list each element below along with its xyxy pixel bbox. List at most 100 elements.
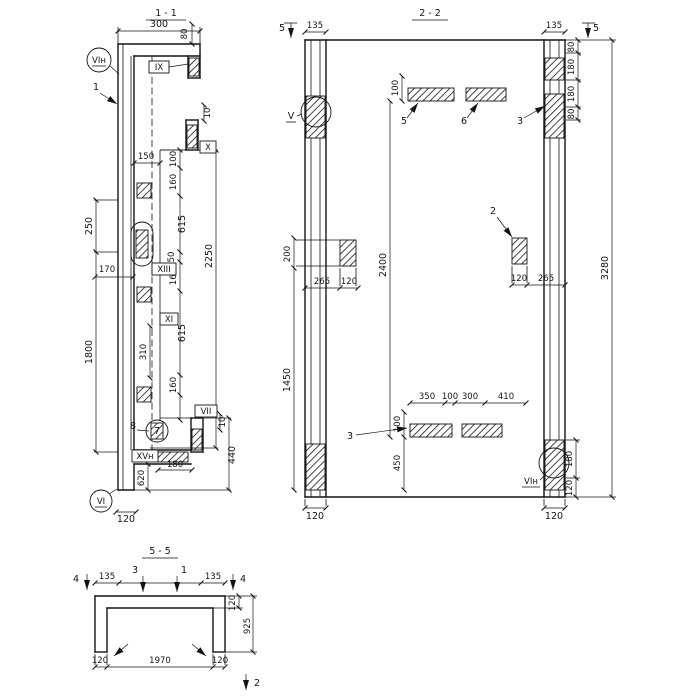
dim-label-160: 160: [169, 377, 179, 393]
capsule-outline: [130, 221, 154, 267]
embed-plate-hatch: [305, 95, 326, 139]
dim-label-10: 10: [203, 108, 213, 119]
dim-label-2250: 2250: [204, 244, 215, 268]
section-1-1: 1 - 1: [84, 8, 238, 525]
dim-label-180: 180: [565, 451, 575, 467]
section-2-2: 2 - 2: [279, 8, 616, 522]
dim-label-615: 615: [177, 215, 188, 233]
dimension-labels: 135 135 80 180 180 80 3280 100 2400 200 …: [282, 21, 611, 522]
dim-label-50: 50: [167, 252, 177, 263]
dim-label-265: 265: [538, 274, 554, 284]
cut-markers: 4 3 1 4 2: [73, 565, 260, 690]
dim-label-180: 180: [567, 59, 577, 75]
dim-label-80: 80: [567, 42, 577, 53]
dim-label-180: 180: [167, 460, 183, 470]
dim-label-135: 135: [307, 21, 323, 31]
embed-plate-hatch: [544, 439, 565, 491]
dim-label-120: 120: [306, 511, 324, 522]
embed-plate-hatch: [339, 239, 357, 267]
part-label-6: 6: [461, 116, 467, 127]
cut-label-3: 3: [132, 565, 138, 576]
dim-label-10: 10: [218, 417, 228, 428]
embed-plate-hatch: [305, 443, 326, 491]
dim-label-120: 120: [341, 277, 357, 287]
dimension-lines: [92, 580, 256, 670]
mark-vi-n: VIн: [92, 56, 106, 66]
dim-label-440: 440: [227, 446, 238, 464]
cut-label-1: 1: [181, 565, 187, 576]
dim-label-120: 120: [565, 480, 575, 496]
part-label-3: 3: [517, 116, 523, 127]
part-label-7: 7: [154, 426, 160, 437]
dim-label-120: 120: [228, 595, 238, 611]
dim-label-135: 135: [546, 21, 562, 31]
dimension-lines: [92, 21, 232, 515]
dim-label-150: 150: [138, 152, 154, 162]
dim-label-100: 100: [391, 80, 401, 96]
mark-box-x: [199, 140, 217, 154]
dim-label-350: 350: [419, 392, 435, 402]
node-circle-vi: [89, 489, 113, 513]
part-label-1: 1: [93, 82, 99, 93]
dim-label-265: 265: [314, 277, 330, 287]
dim-label-3280: 3280: [600, 256, 611, 280]
section-title: 2 - 2: [419, 8, 441, 19]
mark-xv-n: XVн: [136, 452, 153, 462]
dimension-labels: 135 135 120 925 120 1970 120: [92, 572, 253, 666]
dim-label-1800: 1800: [84, 340, 95, 364]
dim-label-300: 300: [462, 392, 478, 402]
dim-label-925: 925: [243, 618, 253, 634]
cut-label-4-right: 4: [240, 574, 246, 585]
embed-plate-hatch: [191, 428, 203, 451]
embed-plates: [130, 57, 203, 463]
dim-label-100: 100: [393, 416, 403, 432]
dim-label-160: 160: [169, 269, 179, 285]
dimension-lines: [291, 29, 615, 511]
dim-label-200: 200: [283, 246, 293, 262]
mark-v: V: [288, 111, 295, 122]
weld-and-node-marks: V VIн: [286, 96, 570, 488]
mark-box-xiii: [151, 262, 177, 276]
cut-label-5-left: 5: [279, 23, 285, 34]
embed-plate-hatch: [407, 87, 455, 102]
dim-label-310: 310: [139, 344, 149, 360]
embed-plates: [305, 57, 565, 491]
dim-label-300: 300: [150, 19, 168, 30]
section-title: 1 - 1: [155, 8, 177, 19]
cut-label-5-right: 5: [593, 23, 599, 34]
dim-label-100: 100: [442, 392, 458, 402]
dim-label-135: 135: [205, 572, 221, 582]
embed-plate-hatch: [465, 87, 507, 102]
dim-label-120: 120: [92, 656, 108, 666]
dim-label-2400: 2400: [378, 253, 389, 277]
dim-label-180: 180: [567, 86, 577, 102]
channel-outline: [94, 595, 226, 653]
mark-x: X: [205, 143, 211, 153]
panel-outline: [117, 43, 204, 491]
embed-plate-hatch: [544, 57, 565, 81]
dim-label-1970: 1970: [149, 656, 171, 666]
part-label-8: 8: [130, 421, 136, 432]
dim-label-120: 120: [212, 656, 228, 666]
part-label-2: 2: [490, 206, 496, 217]
mark-xi: XI: [165, 315, 173, 325]
embed-plate-hatch: [135, 229, 149, 259]
embed-plate-hatch: [136, 286, 152, 303]
embed-plate-hatch: [511, 237, 528, 265]
dim-label-100: 100: [169, 151, 179, 167]
dim-label-120: 120: [511, 274, 527, 284]
mark-box-vii: [194, 404, 218, 418]
node-circle-v: [300, 96, 332, 128]
embed-plate-hatch: [150, 422, 164, 440]
dim-label-615: 615: [177, 324, 188, 342]
weld-and-node-marks: VIн IX X XIII XI VII XVн VI: [86, 47, 218, 513]
embed-plate-hatch: [136, 386, 152, 403]
mark-xiii: XIII: [157, 265, 170, 275]
dimension-labels: 300 80 10 150 100 160 615 250 50 170 160…: [84, 19, 238, 525]
dim-label-450: 450: [393, 455, 403, 471]
embed-plate-hatch: [186, 124, 198, 149]
embed-plate-hatch: [136, 182, 152, 199]
embed-plate-hatch: [188, 57, 200, 77]
mark-vi-n: VIн: [524, 477, 538, 487]
